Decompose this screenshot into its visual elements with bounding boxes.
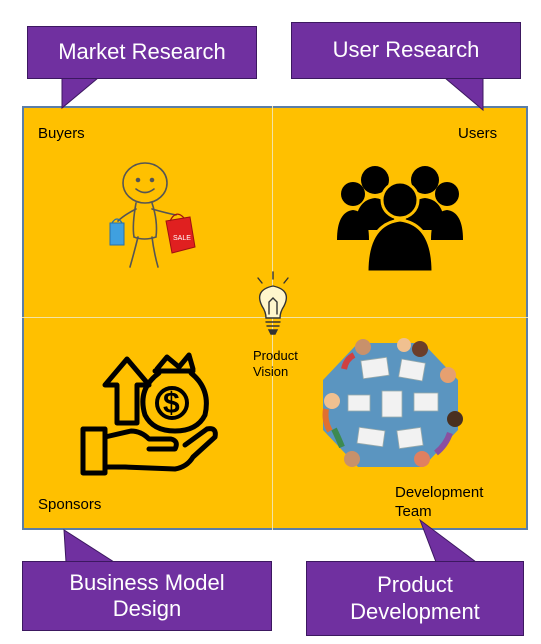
- development-team-label: Development Team: [395, 484, 483, 522]
- market-research-text: Market Research: [58, 39, 226, 65]
- user-group-icon: [337, 166, 463, 274]
- product-vision-label: Product Vision: [253, 348, 298, 381]
- user-research-text: User Research: [332, 37, 480, 63]
- business-model-design-callout: Business Model Design: [22, 561, 272, 631]
- svg-text:SALE: SALE: [173, 235, 191, 242]
- product-development-callout: Product Development: [306, 561, 524, 636]
- product-vision-line2: Vision: [253, 364, 289, 380]
- users-label: Users: [458, 125, 498, 142]
- product-development-text-line2: Development: [350, 598, 480, 624]
- buyers-label: Buyers: [38, 125, 85, 142]
- business-model-design-text-line1: Business Model: [69, 569, 225, 595]
- money-hand-icon: $: [80, 352, 218, 476]
- product-development-text-line1: Product: [377, 572, 453, 598]
- business-model-design-text-line2: Design: [112, 596, 182, 621]
- svg-text:$: $: [163, 387, 180, 420]
- market-research-callout: Market Research: [27, 26, 257, 79]
- development-team-label-line1: Development: [395, 484, 484, 501]
- team-table-icon: [322, 338, 463, 467]
- user-research-callout: User Research: [291, 22, 521, 79]
- development-team-label-line2: Team: [395, 502, 432, 520]
- lightbulb-icon: [257, 271, 289, 335]
- sponsors-label: Sponsors: [38, 496, 102, 513]
- shopper-icon: SALE: [109, 162, 196, 268]
- product-vision-line1: Product: [253, 348, 298, 363]
